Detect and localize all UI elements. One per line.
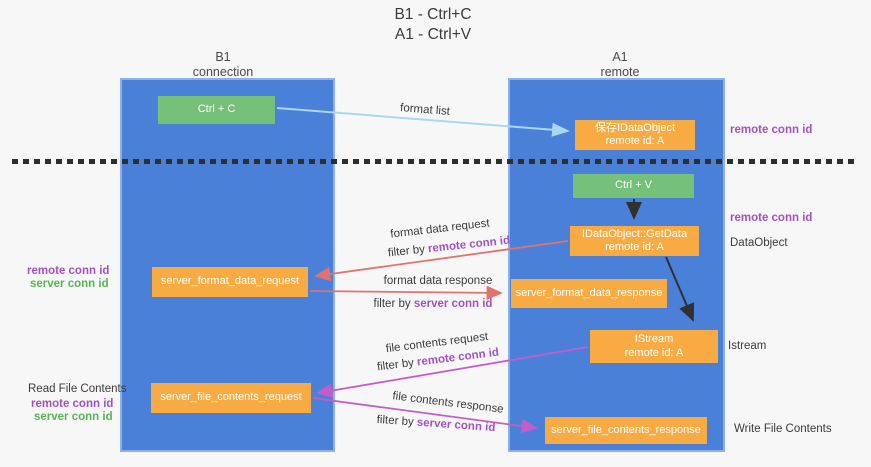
filter-by-text: filter by [387, 243, 429, 260]
istream-line2: remote id: A [624, 346, 684, 359]
ctrl-v-label: Ctrl + V [615, 179, 652, 192]
server-format-data-response-label: server_format_data_response [515, 286, 663, 299]
label-dataobject: DataObject [730, 237, 788, 249]
server-file-contents-response-label: server_file_contents_response [551, 423, 701, 436]
label-read-file-contents: Read File Contents [28, 383, 127, 395]
lane-a1-subtitle: remote [600, 65, 640, 79]
server-conn-id-text: server conn id [413, 298, 493, 310]
node-server-format-data-response: server_format_data_response [511, 279, 667, 308]
node-ctrl-c: Ctrl + C [158, 96, 275, 124]
label-write-file-contents: Write File Contents [734, 423, 832, 435]
label-remote-conn-id-right-mid: remote conn id [730, 212, 813, 224]
title-line-2: A1 - Ctrl+V [394, 26, 472, 43]
format-data-response-arrow [309, 285, 503, 301]
filter-by-text: filter by [373, 298, 414, 310]
server-file-contents-request-label: server_file_contents_request [160, 391, 302, 404]
lane-b1-subtitle: connection [192, 65, 254, 79]
label-format-data-response: format data response [383, 275, 493, 287]
lane-b1-name: B1 [215, 50, 231, 64]
label-file-contents-response: file contents response [391, 390, 505, 416]
page-title: B1 - Ctrl+C A1 - Ctrl+V [333, 5, 533, 45]
node-idataobject-getdata: IDataObject::GetData remote id: A [570, 226, 699, 256]
remote-conn-id-text: remote conn id [427, 234, 511, 256]
save-idataobject-line1: 保存IDataObject [594, 121, 676, 134]
save-idataobject-line2: remote id: A [605, 135, 665, 147]
label-server-conn-id-left-top: server conn id [30, 278, 109, 290]
node-save-idataobject: 保存IDataObject remote id: A [575, 120, 695, 150]
getdata-line2: remote id: A [605, 241, 664, 253]
server-format-data-request-label: server_format_data_request [160, 275, 300, 288]
node-istream: IStream remote id: A [590, 330, 718, 363]
filter-by-text: filter by [376, 356, 418, 374]
session-divider-dashed-line [12, 159, 858, 164]
label-format-list: format list [399, 102, 451, 118]
label-istream: Istream [728, 340, 767, 352]
server-conn-id-text: server conn id [416, 416, 496, 435]
ctrl-c-label: Ctrl + C [197, 103, 236, 116]
node-server-format-data-request: server_format_data_request [152, 267, 308, 297]
node-server-file-contents-request: server_file_contents_request [151, 383, 311, 413]
getdata-line1: IDataObject::GetData [581, 227, 688, 240]
lane-a1-name: A1 [612, 50, 628, 64]
node-ctrl-v: Ctrl + V [573, 174, 694, 198]
label-remote-conn-id-left-top: remote conn id [27, 265, 110, 277]
label-format-data-request: format data request [389, 217, 491, 241]
node-server-file-contents-response: server_file_contents_response [545, 417, 707, 444]
istream-line1: IStream [634, 333, 674, 345]
label-filter-by-server-2: filter by server conn id [376, 414, 495, 434]
lane-header-b1: B1 connection [163, 50, 283, 80]
filter-by-text: filter by [376, 413, 418, 429]
lane-header-a1: A1 remote [560, 50, 680, 80]
label-filter-by-server-1: filter by server conn id [374, 298, 493, 310]
label-server-conn-id-left-bottom: server conn id [34, 411, 113, 423]
title-line-1: B1 - Ctrl+C [394, 6, 472, 23]
label-remote-conn-id-right-top: remote conn id [730, 124, 813, 136]
label-remote-conn-id-left-bottom: remote conn id [31, 398, 114, 410]
